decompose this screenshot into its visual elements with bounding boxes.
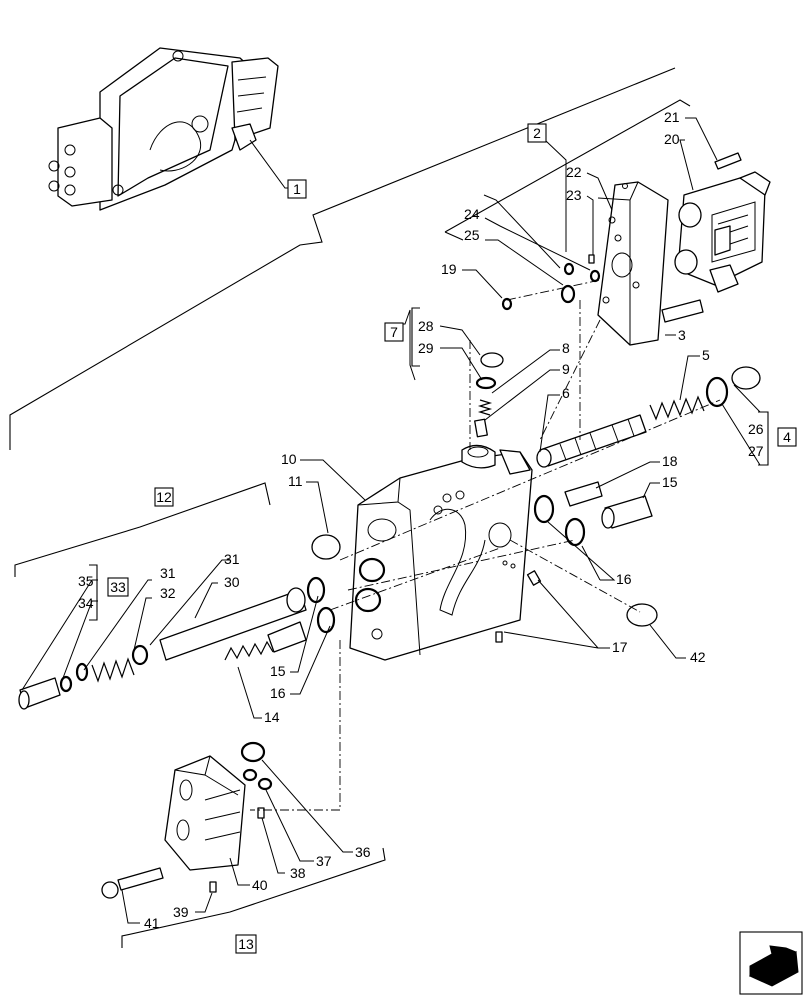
callout-22: 22 xyxy=(566,164,582,180)
callout-20: 20 xyxy=(664,131,680,147)
group-brackets xyxy=(89,307,769,621)
callout-3: 3 xyxy=(678,327,686,343)
callout-31-right: 31 xyxy=(224,551,240,567)
callout-35: 35 xyxy=(78,573,94,589)
callout-33: 33 xyxy=(110,579,126,595)
callout-26: 26 xyxy=(748,421,764,437)
callout-16-left: 16 xyxy=(270,685,286,701)
callout-8: 8 xyxy=(562,340,570,356)
callout-numbers: 3 5 6 8 9 10 11 14 15 15 16 16 17 18 19 … xyxy=(78,109,764,931)
callout-15-right: 15 xyxy=(662,474,678,490)
callout-7: 7 xyxy=(390,324,398,340)
valve-body xyxy=(349,444,533,661)
callout-5: 5 xyxy=(702,347,710,363)
callout-21: 21 xyxy=(664,109,680,125)
parts-group xyxy=(18,152,761,899)
callout-18: 18 xyxy=(662,453,678,469)
callout-37: 37 xyxy=(316,853,332,869)
callout-19: 19 xyxy=(441,261,457,277)
section-block xyxy=(597,181,669,346)
callout-30: 30 xyxy=(224,574,240,590)
callout-10: 10 xyxy=(281,451,297,467)
callout-17: 17 xyxy=(612,639,628,655)
callout-42: 42 xyxy=(690,649,706,665)
callout-11: 11 xyxy=(288,473,303,489)
callout-32: 32 xyxy=(160,585,176,601)
callout-40: 40 xyxy=(252,877,268,893)
boxed-labels: 1 2 7 4 12 33 13 xyxy=(107,123,797,954)
callout-28: 28 xyxy=(418,318,434,334)
end-cover xyxy=(164,755,246,871)
callout-27: 27 xyxy=(748,443,764,459)
callout-25: 25 xyxy=(464,227,480,243)
callout-2: 2 xyxy=(533,125,541,141)
callout-4: 4 xyxy=(783,429,791,445)
callout-23: 23 xyxy=(566,187,582,203)
callout-15-left: 15 xyxy=(270,663,286,679)
callout-13: 13 xyxy=(238,936,254,952)
callout-9: 9 xyxy=(562,361,570,377)
callout-12: 12 xyxy=(156,489,172,505)
valve-assembly-overview xyxy=(48,47,279,211)
callout-29: 29 xyxy=(418,340,434,356)
callout-16-right: 16 xyxy=(616,571,632,587)
callout-6: 6 xyxy=(562,385,570,401)
callout-41: 41 xyxy=(144,915,160,931)
callout-34: 34 xyxy=(78,595,94,611)
group-lines xyxy=(9,67,691,948)
callout-36: 36 xyxy=(355,844,371,860)
axis-lines xyxy=(250,279,721,811)
callout-31-left: 31 xyxy=(160,565,176,581)
leader-lines xyxy=(21,117,769,924)
callout-14: 14 xyxy=(264,709,280,725)
arrow-icon[interactable] xyxy=(739,931,803,995)
callout-38: 38 xyxy=(290,865,306,881)
solenoid-unit xyxy=(674,171,771,293)
callout-1: 1 xyxy=(293,181,301,197)
callout-39: 39 xyxy=(173,904,189,920)
callout-24: 24 xyxy=(464,206,480,222)
